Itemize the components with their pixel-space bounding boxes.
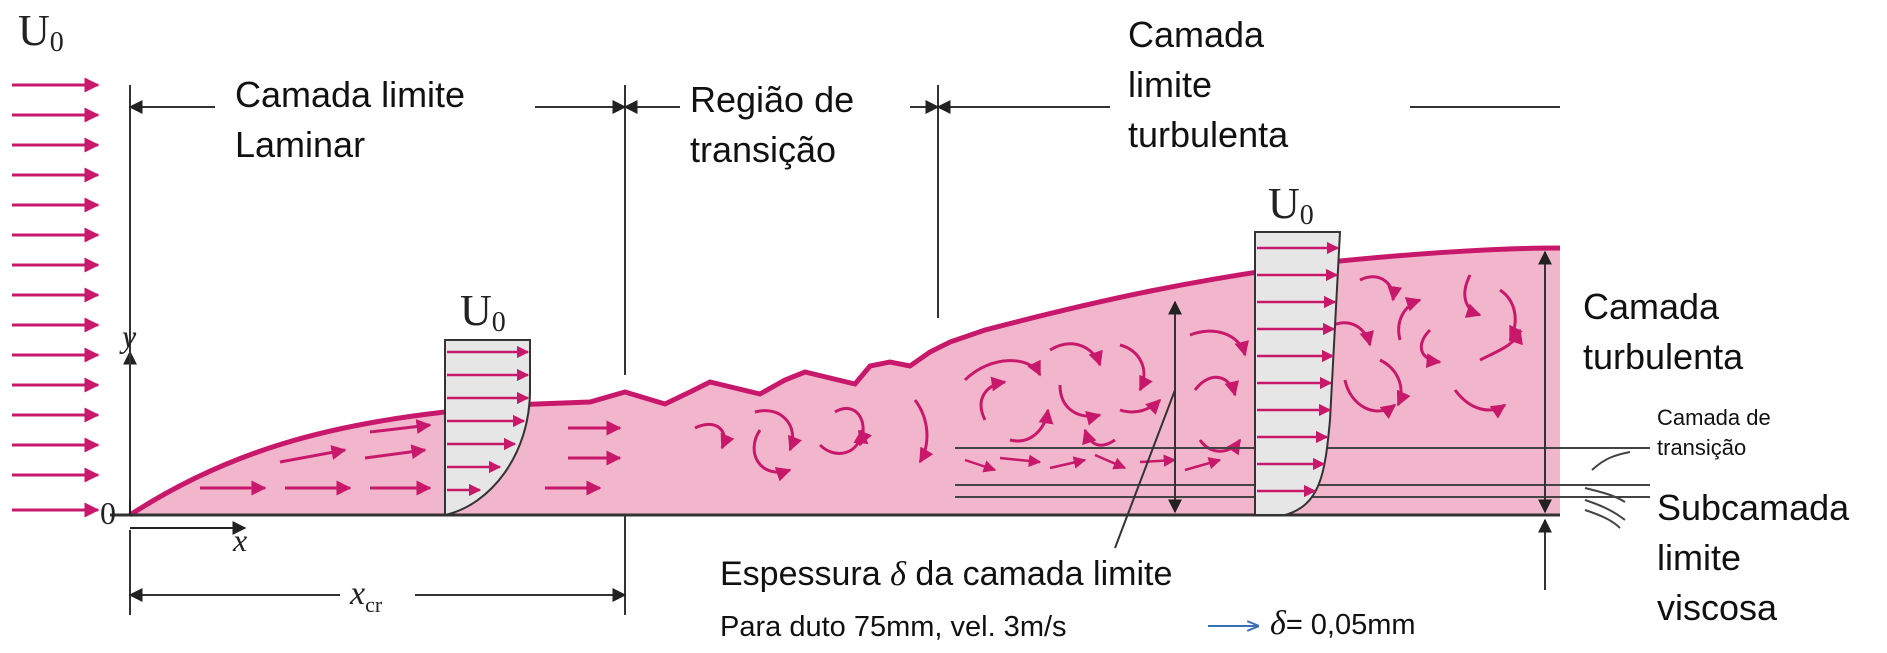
origin-label: 0 (100, 495, 116, 531)
xcr-dimension (128, 515, 627, 615)
turbulent-label-line3: turbulenta (1128, 114, 1289, 155)
thickness-result: δ= 0,05mm (1270, 607, 1416, 642)
thickness-result-value: = 0,05mm (1285, 609, 1416, 641)
transition-label-line1: Região de (690, 79, 855, 120)
transition-layer-label: Camada de transição (1657, 403, 1771, 463)
transition-eddies (694, 399, 934, 482)
transition-layer-line2: transição (1657, 435, 1747, 460)
thickness-prefix: Espessura (720, 555, 891, 593)
turbulent-label-line2: limite (1128, 64, 1213, 105)
label-leaders (1584, 451, 1631, 529)
thickness-note-prefix: Para duto 75mm, vel. 3m/s (720, 611, 1067, 643)
laminar-label-line2: Laminar (235, 124, 366, 165)
turbulent-profile-subscript: 0 (1299, 200, 1314, 231)
thickness-symbol: δ (890, 556, 906, 593)
laminar-region-label: Camada limite Laminar (235, 70, 465, 170)
critical-length-subscript: cr (365, 591, 383, 617)
turbulent-profile-velocity-label: U0 (1268, 178, 1314, 232)
y-axis-label: y (122, 318, 137, 354)
thickness-label: Espessura δ da camada limite (720, 552, 1172, 597)
laminar-profile-velocity-label: U0 (460, 285, 506, 339)
laminar-profile-symbol: U (460, 286, 492, 335)
free-stream-subscript: 0 (49, 27, 64, 58)
x-axis-label: x (233, 522, 248, 558)
turbulent-layer-label: Camada turbulenta (1583, 282, 1743, 382)
transition-region-label: Região de transição (690, 75, 854, 175)
critical-length-label: xcr (350, 575, 382, 618)
laminar-profile-subscript: 0 (491, 307, 506, 338)
transition-layer-line1: Camada de (1657, 405, 1771, 430)
viscous-sublayer-line3: viscosa (1657, 587, 1778, 628)
turbulent-velocity-profile (1254, 231, 1342, 516)
viscous-sublayer-line1: Subcamada (1657, 487, 1850, 528)
boundary-layer-edge (128, 245, 1561, 518)
laminar-velocity-profile (444, 339, 531, 517)
laminar-flow-arrows (200, 419, 622, 496)
free-stream-arrows (12, 77, 100, 518)
turbulent-eddies (963, 274, 1523, 456)
turbulent-label-line1: Camada (1128, 14, 1265, 55)
transition-label-line2: transição (690, 129, 837, 170)
turbulent-region-label: Camada limite turbulenta (1128, 10, 1288, 160)
region-dimension-line (128, 85, 1560, 500)
free-stream-velocity-label: U0 (18, 5, 64, 59)
thickness-suffix: da camada limite (905, 555, 1173, 593)
turbulent-layer-line2: turbulenta (1583, 336, 1744, 377)
viscous-sublayer-label: Subcamada limite viscosa (1657, 483, 1849, 633)
viscous-sublayer-line2: limite (1657, 537, 1742, 578)
laminar-label-line1: Camada limite (235, 74, 466, 115)
thickness-result-symbol: δ (1270, 605, 1286, 642)
free-stream-symbol: U (18, 6, 50, 55)
thickness-dimension (1114, 300, 1182, 549)
thickness-note: Para duto 75mm, vel. 3m/s (720, 610, 1067, 644)
critical-length-symbol: x (350, 575, 366, 612)
turbulent-layer-line1: Camada (1583, 286, 1720, 327)
turbulent-profile-symbol: U (1268, 179, 1300, 228)
